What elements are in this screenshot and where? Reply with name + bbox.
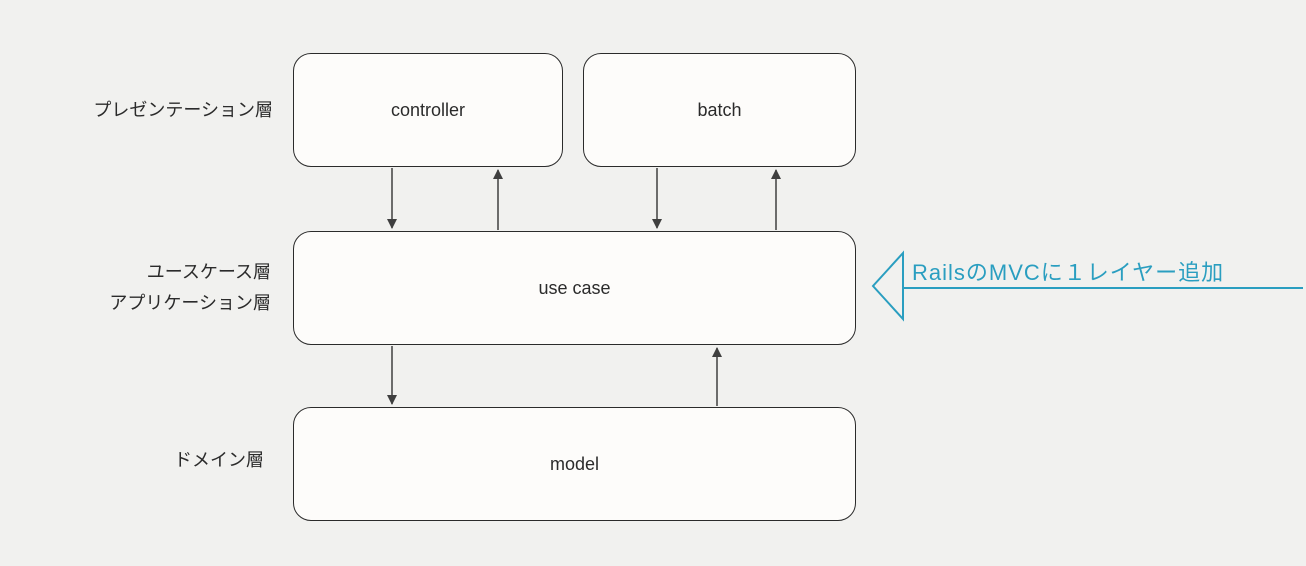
node-controller: controller xyxy=(293,53,563,167)
node-use-case-label: use case xyxy=(538,277,611,298)
node-batch: batch xyxy=(583,53,856,167)
node-controller-label: controller xyxy=(390,99,466,120)
node-use-case: use case xyxy=(293,231,856,345)
layer-label-presentation: プレゼンテーション層 xyxy=(93,100,273,120)
node-batch-label: batch xyxy=(697,99,742,120)
annotation-text: RailsのMVCに１レイヤー追加 xyxy=(912,260,1225,285)
layer-label-domain: ドメイン層 xyxy=(174,450,264,470)
layer-label-application: ユースケース層 アプリケーション層 xyxy=(26,257,271,319)
layer-label-application-line1: ユースケース層 xyxy=(146,262,271,282)
layer-label-application-line2: アプリケーション層 xyxy=(109,293,271,313)
node-model: model xyxy=(293,407,856,521)
node-model-label: model xyxy=(549,453,600,474)
left-callout-arrow-icon xyxy=(871,250,904,322)
